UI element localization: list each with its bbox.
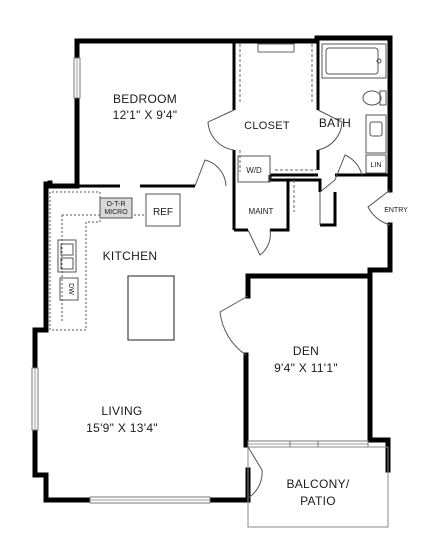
closet-shelf-top <box>257 43 295 53</box>
bath-vanity <box>365 114 387 154</box>
maint-label: MAINT <box>249 207 274 216</box>
lin-label: LIN <box>371 162 382 169</box>
closet-label: CLOSET <box>244 120 290 132</box>
closet-shelving <box>239 44 316 212</box>
kitchen-island <box>127 275 175 341</box>
linen-closet <box>365 154 387 174</box>
bedroom-dimensions: 12'1" X 9'4" <box>113 108 178 122</box>
kitchen-counter <box>49 191 101 331</box>
living-label: LIVING <box>101 404 142 418</box>
toilet <box>362 90 382 106</box>
kitchen-label: KITCHEN <box>103 249 158 263</box>
maint-door-swing <box>247 229 271 256</box>
washer-dryer <box>237 155 271 183</box>
kitchen-sink <box>57 239 77 273</box>
dw-label: DW <box>67 283 74 295</box>
bathtub <box>321 43 387 79</box>
range-otr-micro <box>99 197 133 219</box>
bath-lower-door-swing <box>319 154 363 193</box>
den-dimensions: 9'4" X 11'1" <box>274 361 338 375</box>
wd-label: W/D <box>246 166 262 175</box>
entry-label: ENTRY <box>384 207 408 214</box>
balcony-outline <box>247 446 389 528</box>
kitchen-fixtures <box>49 191 181 341</box>
balcony-label-line1: BALCONY/ <box>286 477 349 491</box>
fixture-labels: W/D MAINT ENTRY LIN REF O-T-R MICRO DW <box>67 162 408 295</box>
bath-label: BATH <box>319 116 351 130</box>
ref-label: REF <box>153 207 173 218</box>
otr-label-line2: MICRO <box>104 209 128 216</box>
entry-door-swing <box>367 189 391 226</box>
balcony-label-line2: PATIO <box>300 494 336 508</box>
bath-fixtures <box>321 43 387 174</box>
closet-door-swing <box>207 109 235 151</box>
refrigerator <box>145 193 181 227</box>
dishwasher <box>59 277 79 301</box>
balcony-door-swing <box>247 446 263 499</box>
otr-label-line1: O-T-R <box>106 201 125 208</box>
windows <box>31 57 369 504</box>
interior-walls <box>77 41 390 232</box>
living-dimensions: 15'9" X 13'4" <box>86 421 158 435</box>
doors <box>194 109 391 499</box>
bedroom-door-swing <box>194 159 227 187</box>
bedroom-label: BEDROOM <box>113 92 177 106</box>
room-labels: BEDROOM 12'1" X 9'4" CLOSET BATH KITCHEN… <box>86 92 351 508</box>
bath-door-swing <box>317 109 343 151</box>
den-label: DEN <box>293 344 319 358</box>
den-door-swing <box>219 295 249 356</box>
